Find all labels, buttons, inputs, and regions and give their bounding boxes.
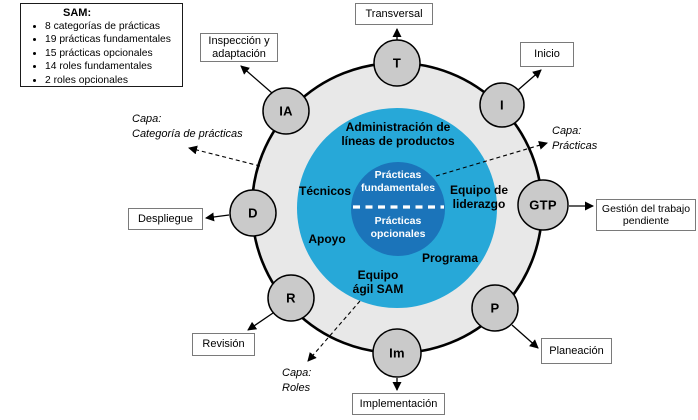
node-label-gtp: GTP [529,197,557,213]
box-inicio: Inicio [520,42,574,67]
arrow-d-despliegue [205,212,230,222]
node-label-p: P [490,300,500,316]
node-circle-r [267,274,315,322]
arrow-p-planeacion [511,324,539,349]
label-equipo-liderazgo: Equipo de liderazgo [450,183,508,212]
node-circle-im [372,328,422,378]
box-gestion-trabajo-pendiente: Gestión del trabajo pendiente [596,199,696,231]
layer-categoria-dashed-arrow [188,145,261,167]
practices-core-circle [351,162,445,256]
label-apoyo: Apoyo [308,232,346,246]
arrow-r-revision [247,312,274,331]
node-label-ia: IA [279,103,293,119]
legend-item: 15 prácticas opcionales [45,47,180,60]
legend-box: SAM: 8 categorías de prácticas 19 prácti… [20,3,183,87]
label-capa-categoria-practicas: Capa: Categoría de prácticas [132,113,243,140]
layer-practicas-dashed-arrow [435,140,548,177]
box-planeacion: Planeación [541,338,612,364]
arrow-ia-inspeccion [240,65,273,94]
node-label-i: I [500,97,504,113]
node-label-r: R [286,290,296,306]
box-revision: Revisión [192,333,255,356]
node-circle-gtp [517,179,569,231]
legend-item: 14 roles fundamentales [45,60,180,73]
node-circle-ia [262,87,310,135]
legend-item: 8 categorías de prácticas [45,20,180,33]
node-label-d: D [248,205,258,221]
node-circle-d [229,189,277,237]
node-circle-t [373,39,421,87]
label-practicas-fundamentales: Prácticas fundamentales [360,169,436,194]
node-label-t: T [392,55,402,71]
node-circle-p [471,284,519,332]
legend-item: 19 prácticas fundamentales [45,33,180,46]
label-tecnicos: Técnicos [298,184,352,198]
label-practicas-opcionales: Prácticas opcionales [370,215,426,240]
layer-roles-dashed-arrow [307,300,361,362]
arrow-i-inicio [517,69,542,91]
node-label-im: Im [389,345,405,361]
label-equipo-agil-sam: Equipo ágil SAM [352,268,404,297]
box-transversal: Transversal [355,3,433,25]
box-inspeccion-adaptacion: Inspección y adaptación [200,33,278,62]
label-administracion-lineas-productos: Administración de líneas de productos [341,120,455,149]
legend-title: SAM: [63,7,92,19]
node-circle-i [479,82,525,128]
legend-item: 2 roles opcionales [45,74,180,87]
label-capa-roles: Capa: Roles [282,367,312,394]
label-programa: Programa [421,251,479,265]
label-capa-practicas: Capa: Prácticas [552,125,598,152]
legend-list: 8 categorías de prácticas 19 prácticas f… [21,20,180,87]
box-implementacion: Implementación [352,393,445,415]
box-despliegue: Despliegue [128,208,203,230]
